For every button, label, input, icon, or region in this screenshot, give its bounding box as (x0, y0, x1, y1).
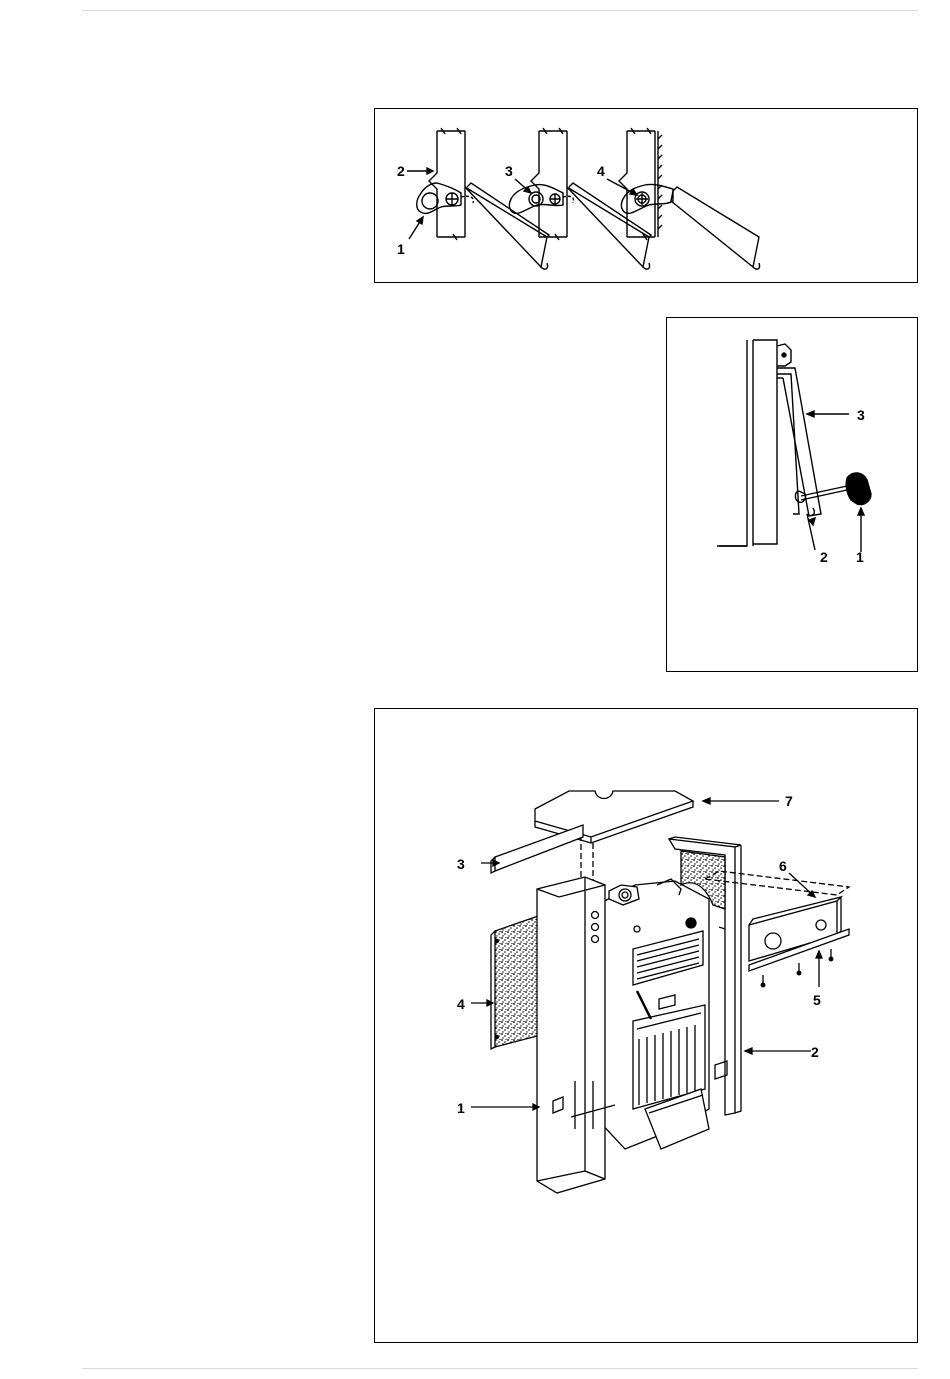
boiler-body (597, 879, 709, 1149)
callout-3: 3 (857, 407, 865, 423)
callout-1: 1 (856, 549, 864, 565)
front-bracket (491, 825, 583, 873)
hinge-stage-2 (509, 128, 651, 269)
callout-5: 5 (813, 992, 821, 1008)
callout-1: 1 (457, 1100, 465, 1116)
callout-3: 3 (505, 163, 513, 179)
callout-4: 4 (457, 996, 465, 1012)
hinge-sequence-drawing: 2 1 3 4 (375, 109, 919, 284)
callout-2: 2 (811, 1044, 819, 1060)
callout-1: 1 (397, 241, 405, 257)
callout-3: 3 (457, 856, 465, 872)
callout-6: 6 (779, 858, 787, 874)
hinge-stage-3 (619, 128, 760, 269)
door-knob-drawing: 2 1 3 (667, 318, 919, 673)
header-rule (82, 10, 918, 11)
figure-casing-assembly: 7 3 4 1 2 6 5 (374, 708, 918, 1343)
footer-rule (82, 1368, 918, 1369)
figure-hinge-sequence: 2 1 3 4 (374, 108, 918, 283)
casing-assembly-drawing: 7 3 4 1 2 6 5 (375, 709, 919, 1344)
figure-door-knob: 2 1 3 (666, 317, 918, 672)
left-front-panel (537, 877, 615, 1193)
callout-2: 2 (820, 549, 828, 565)
side-insulation-panel (491, 915, 541, 1049)
callout-2: 2 (397, 163, 405, 179)
callout-4: 4 (597, 163, 605, 179)
callout-7: 7 (785, 793, 793, 809)
